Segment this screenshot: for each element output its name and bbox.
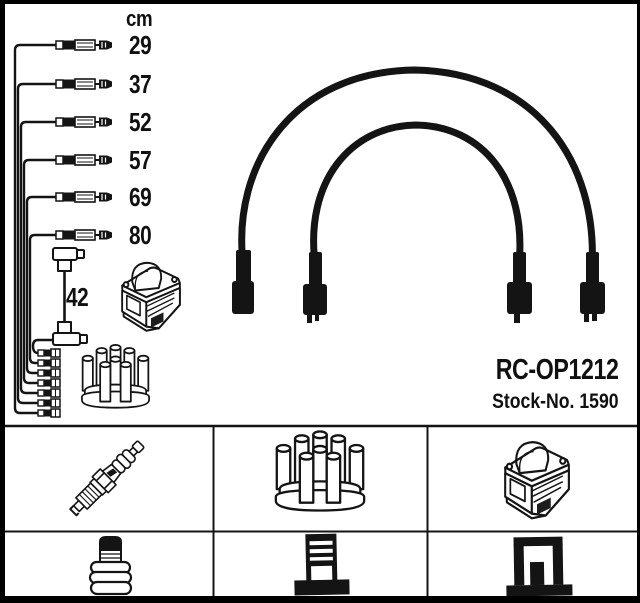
- distributor-terminal-icon: [294, 533, 350, 596]
- ignition-coil-drawing: [121, 261, 181, 332]
- length-label-4: 57: [129, 145, 152, 175]
- cable-end-connectors: [55, 39, 113, 241]
- coil-lead-cable: [52, 247, 88, 346]
- arched-ignition-cables: [238, 66, 596, 272]
- coil-terminal-icon: [506, 536, 573, 597]
- stock-number: Stock-No. 1590: [492, 390, 619, 413]
- part-number: RC-OP1212: [495, 354, 618, 386]
- coil-lead-length-label: 42: [66, 282, 89, 312]
- cable-bundle-wires: [13, 43, 58, 415]
- spark-plug-icon: [64, 435, 150, 521]
- length-label-1: 29: [129, 30, 152, 60]
- plug-terminal-nut-icon: [88, 536, 133, 596]
- legend-grid-lines: [5, 424, 637, 596]
- ignition-coil-icon: [504, 441, 570, 520]
- unit-header: cm: [126, 6, 153, 31]
- length-label-6: 80: [129, 220, 152, 250]
- length-label-5: 69: [129, 182, 152, 212]
- distributor-cap-icon: [274, 430, 366, 512]
- distributor-cap-drawing: [80, 344, 151, 409]
- length-label-2: 37: [129, 69, 152, 99]
- length-label-3: 52: [129, 107, 152, 137]
- cable-boots: [232, 250, 605, 323]
- distributor-side-connectors: [37, 348, 61, 418]
